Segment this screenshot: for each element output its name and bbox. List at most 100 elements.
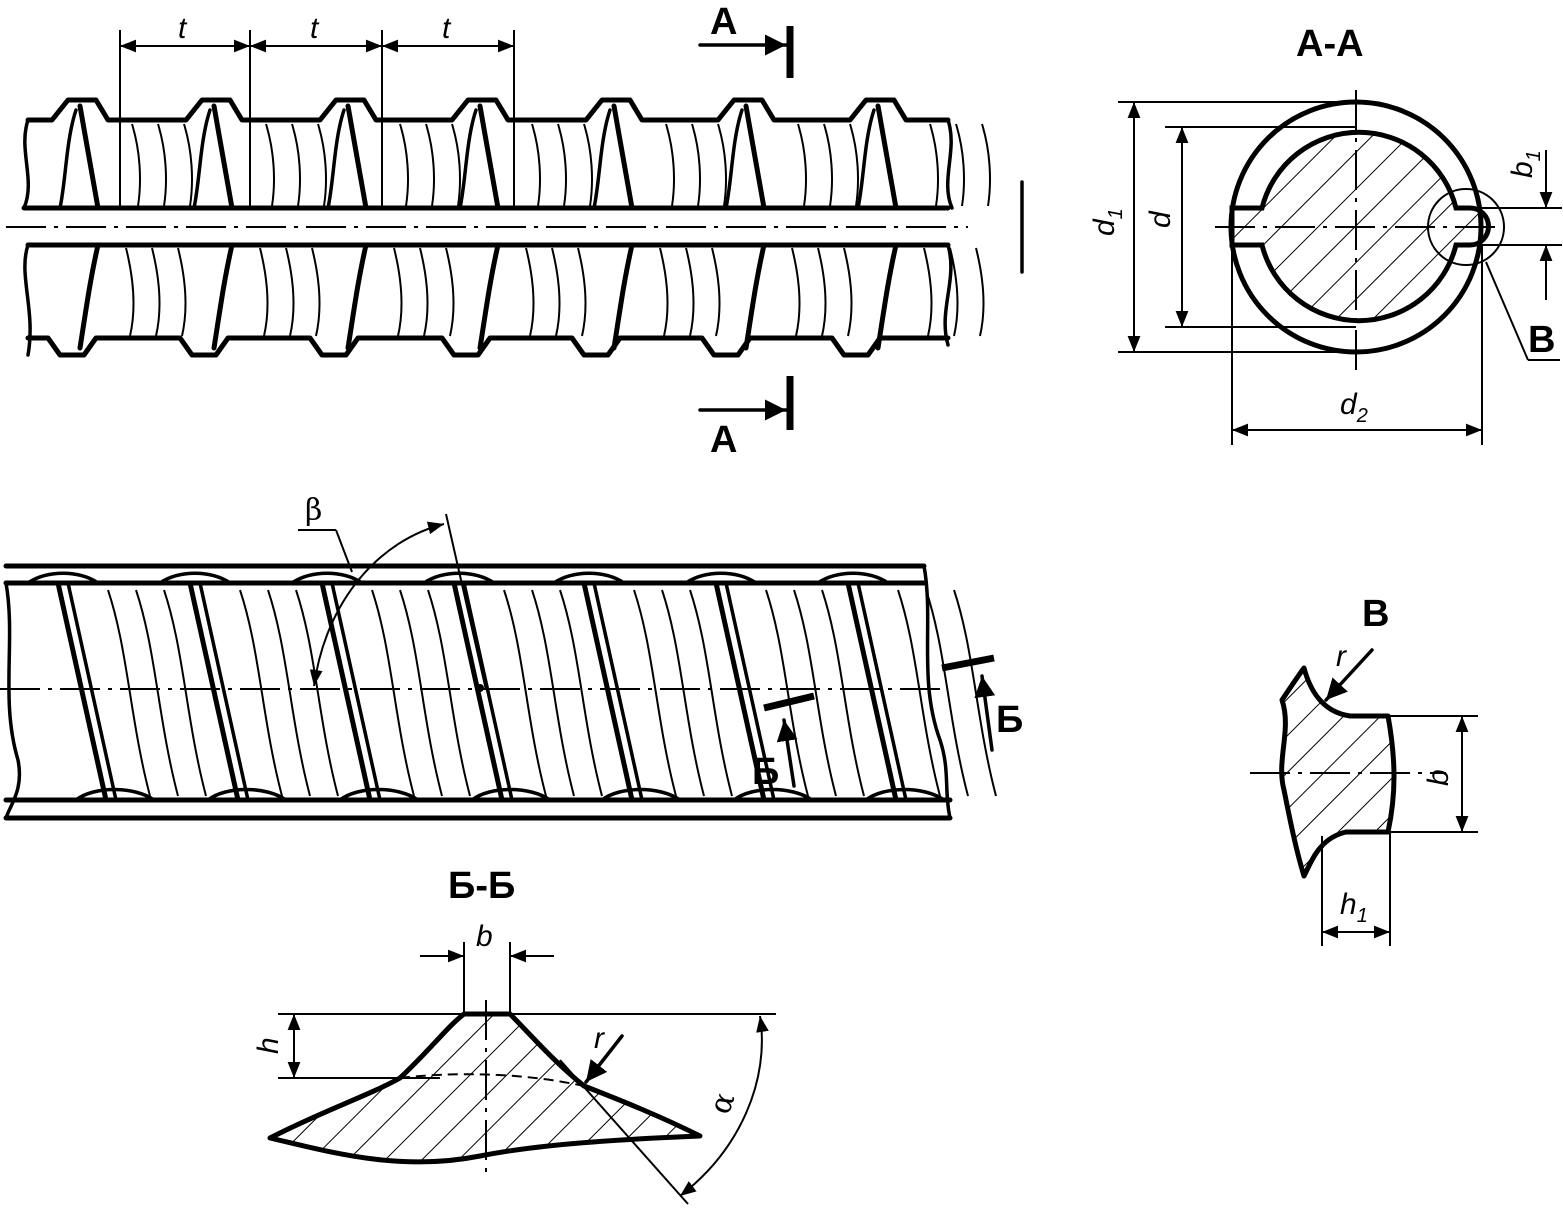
cut-b-label-b: Б: [996, 699, 1023, 741]
rib-stroke: [330, 581, 382, 802]
cut-a-top-label: А: [710, 1, 737, 43]
bar-view-transverse-ribs: t t t А А: [6, 1, 1024, 461]
rib-stroke: [955, 123, 965, 207]
rib-stroke: [633, 589, 677, 797]
rib-stroke: [929, 123, 939, 207]
rib-stroke: [743, 242, 767, 351]
rib-stroke: [66, 581, 118, 802]
rib-stroke: [552, 571, 626, 585]
rib-stroke: [177, 247, 187, 337]
b1-label: b1: [1506, 150, 1545, 178]
section-bb-title: Б-Б: [448, 865, 515, 907]
rib-stroke: [531, 589, 575, 797]
rib-stroke: [326, 108, 346, 210]
rib-stroke: [345, 242, 369, 351]
rib-stroke: [856, 108, 876, 210]
detail-v-callout: В: [1528, 319, 1555, 361]
rib-stroke: [183, 123, 193, 207]
rib-stroke: [791, 247, 801, 337]
rib-stroke: [107, 589, 151, 797]
rib-stroke: [445, 247, 455, 337]
rib-stroke: [58, 108, 78, 210]
r-detail-label: r: [1336, 640, 1347, 673]
rib-stroke: [291, 123, 301, 207]
rib-stroke: [158, 571, 232, 585]
rib-stroke: [311, 247, 321, 337]
rib-stroke: [157, 123, 167, 207]
cut-b-label-a: Б: [752, 751, 779, 793]
d2-label: d2: [1340, 388, 1368, 427]
rib-stroke: [665, 123, 675, 207]
h1-label: h1: [1340, 888, 1368, 927]
rib-stroke: [611, 103, 635, 211]
rib-stroke: [689, 589, 733, 797]
rib-stroke: [338, 787, 420, 802]
rib-stroke: [849, 123, 859, 207]
rib-stroke: [399, 123, 409, 207]
rib-stroke: [981, 123, 991, 207]
rib-stroke: [724, 108, 744, 210]
rib-stroke: [711, 247, 721, 337]
d-label: d: [1144, 210, 1177, 228]
rib-stroke: [451, 580, 505, 803]
rib-stroke: [797, 123, 807, 207]
rib-stroke: [551, 247, 561, 337]
rib-stroke: [151, 247, 161, 337]
rib-stroke: [198, 581, 250, 802]
rib-stroke: [267, 589, 311, 797]
alpha-label: α: [703, 1088, 743, 1119]
rib-stroke: [923, 247, 933, 337]
upper-half-outline: [25, 97, 951, 123]
rib-stroke: [592, 108, 612, 210]
rib-stroke: [77, 103, 101, 211]
rib-stroke: [949, 247, 959, 337]
rib-stroke: [531, 123, 541, 207]
rib-stroke: [684, 571, 758, 585]
rib-stroke: [592, 581, 644, 802]
rib-stroke: [206, 787, 288, 802]
rib-stroke: [458, 108, 478, 210]
rib-stroke: [897, 589, 941, 797]
rib-stroke: [724, 581, 776, 802]
rib-stroke: [557, 123, 567, 207]
rib-stroke: [470, 787, 552, 802]
rib-stroke: [345, 103, 369, 211]
rib-stroke: [581, 580, 635, 803]
section-a-a: А-А В d1 d d2: [1088, 23, 1562, 445]
rib-stroke: [477, 103, 501, 211]
rib-stroke: [817, 247, 827, 337]
rib-stroke: [192, 108, 212, 210]
rib-stroke: [135, 589, 179, 797]
rib-stroke: [661, 589, 705, 797]
rib-stroke: [732, 787, 814, 802]
rib-stroke: [975, 247, 985, 337]
rib-stroke: [319, 580, 373, 803]
beta-label: β: [305, 493, 322, 528]
section-aa-title: А-А: [1296, 23, 1364, 65]
rib-stroke: [875, 242, 899, 351]
rib-stroke: [845, 580, 899, 803]
rib-stroke: [419, 247, 429, 337]
rib-stroke: [26, 571, 100, 585]
rib-stroke: [743, 103, 767, 211]
rib-stroke: [211, 242, 235, 351]
rib-stroke: [925, 589, 969, 797]
cut-a-bottom-label: А: [710, 419, 737, 461]
rib-stroke: [691, 123, 701, 207]
rib-stroke: [163, 589, 207, 797]
pitch-label-1: t: [178, 12, 188, 45]
rib-stroke: [577, 247, 587, 337]
d1-label: d1: [1088, 208, 1127, 236]
rib-stroke: [843, 247, 853, 337]
pitch-label-3: t: [442, 12, 452, 45]
rib-stroke: [559, 589, 603, 797]
rib-stroke: [821, 589, 865, 797]
rib-stroke: [685, 247, 695, 337]
rib-stroke: [285, 247, 295, 337]
rib-stroke: [295, 589, 339, 797]
rib-stroke: [187, 580, 241, 803]
rib-stroke: [525, 247, 535, 337]
rib-stroke: [317, 123, 327, 207]
rib-stroke: [211, 103, 235, 211]
rib-stroke: [477, 242, 501, 351]
